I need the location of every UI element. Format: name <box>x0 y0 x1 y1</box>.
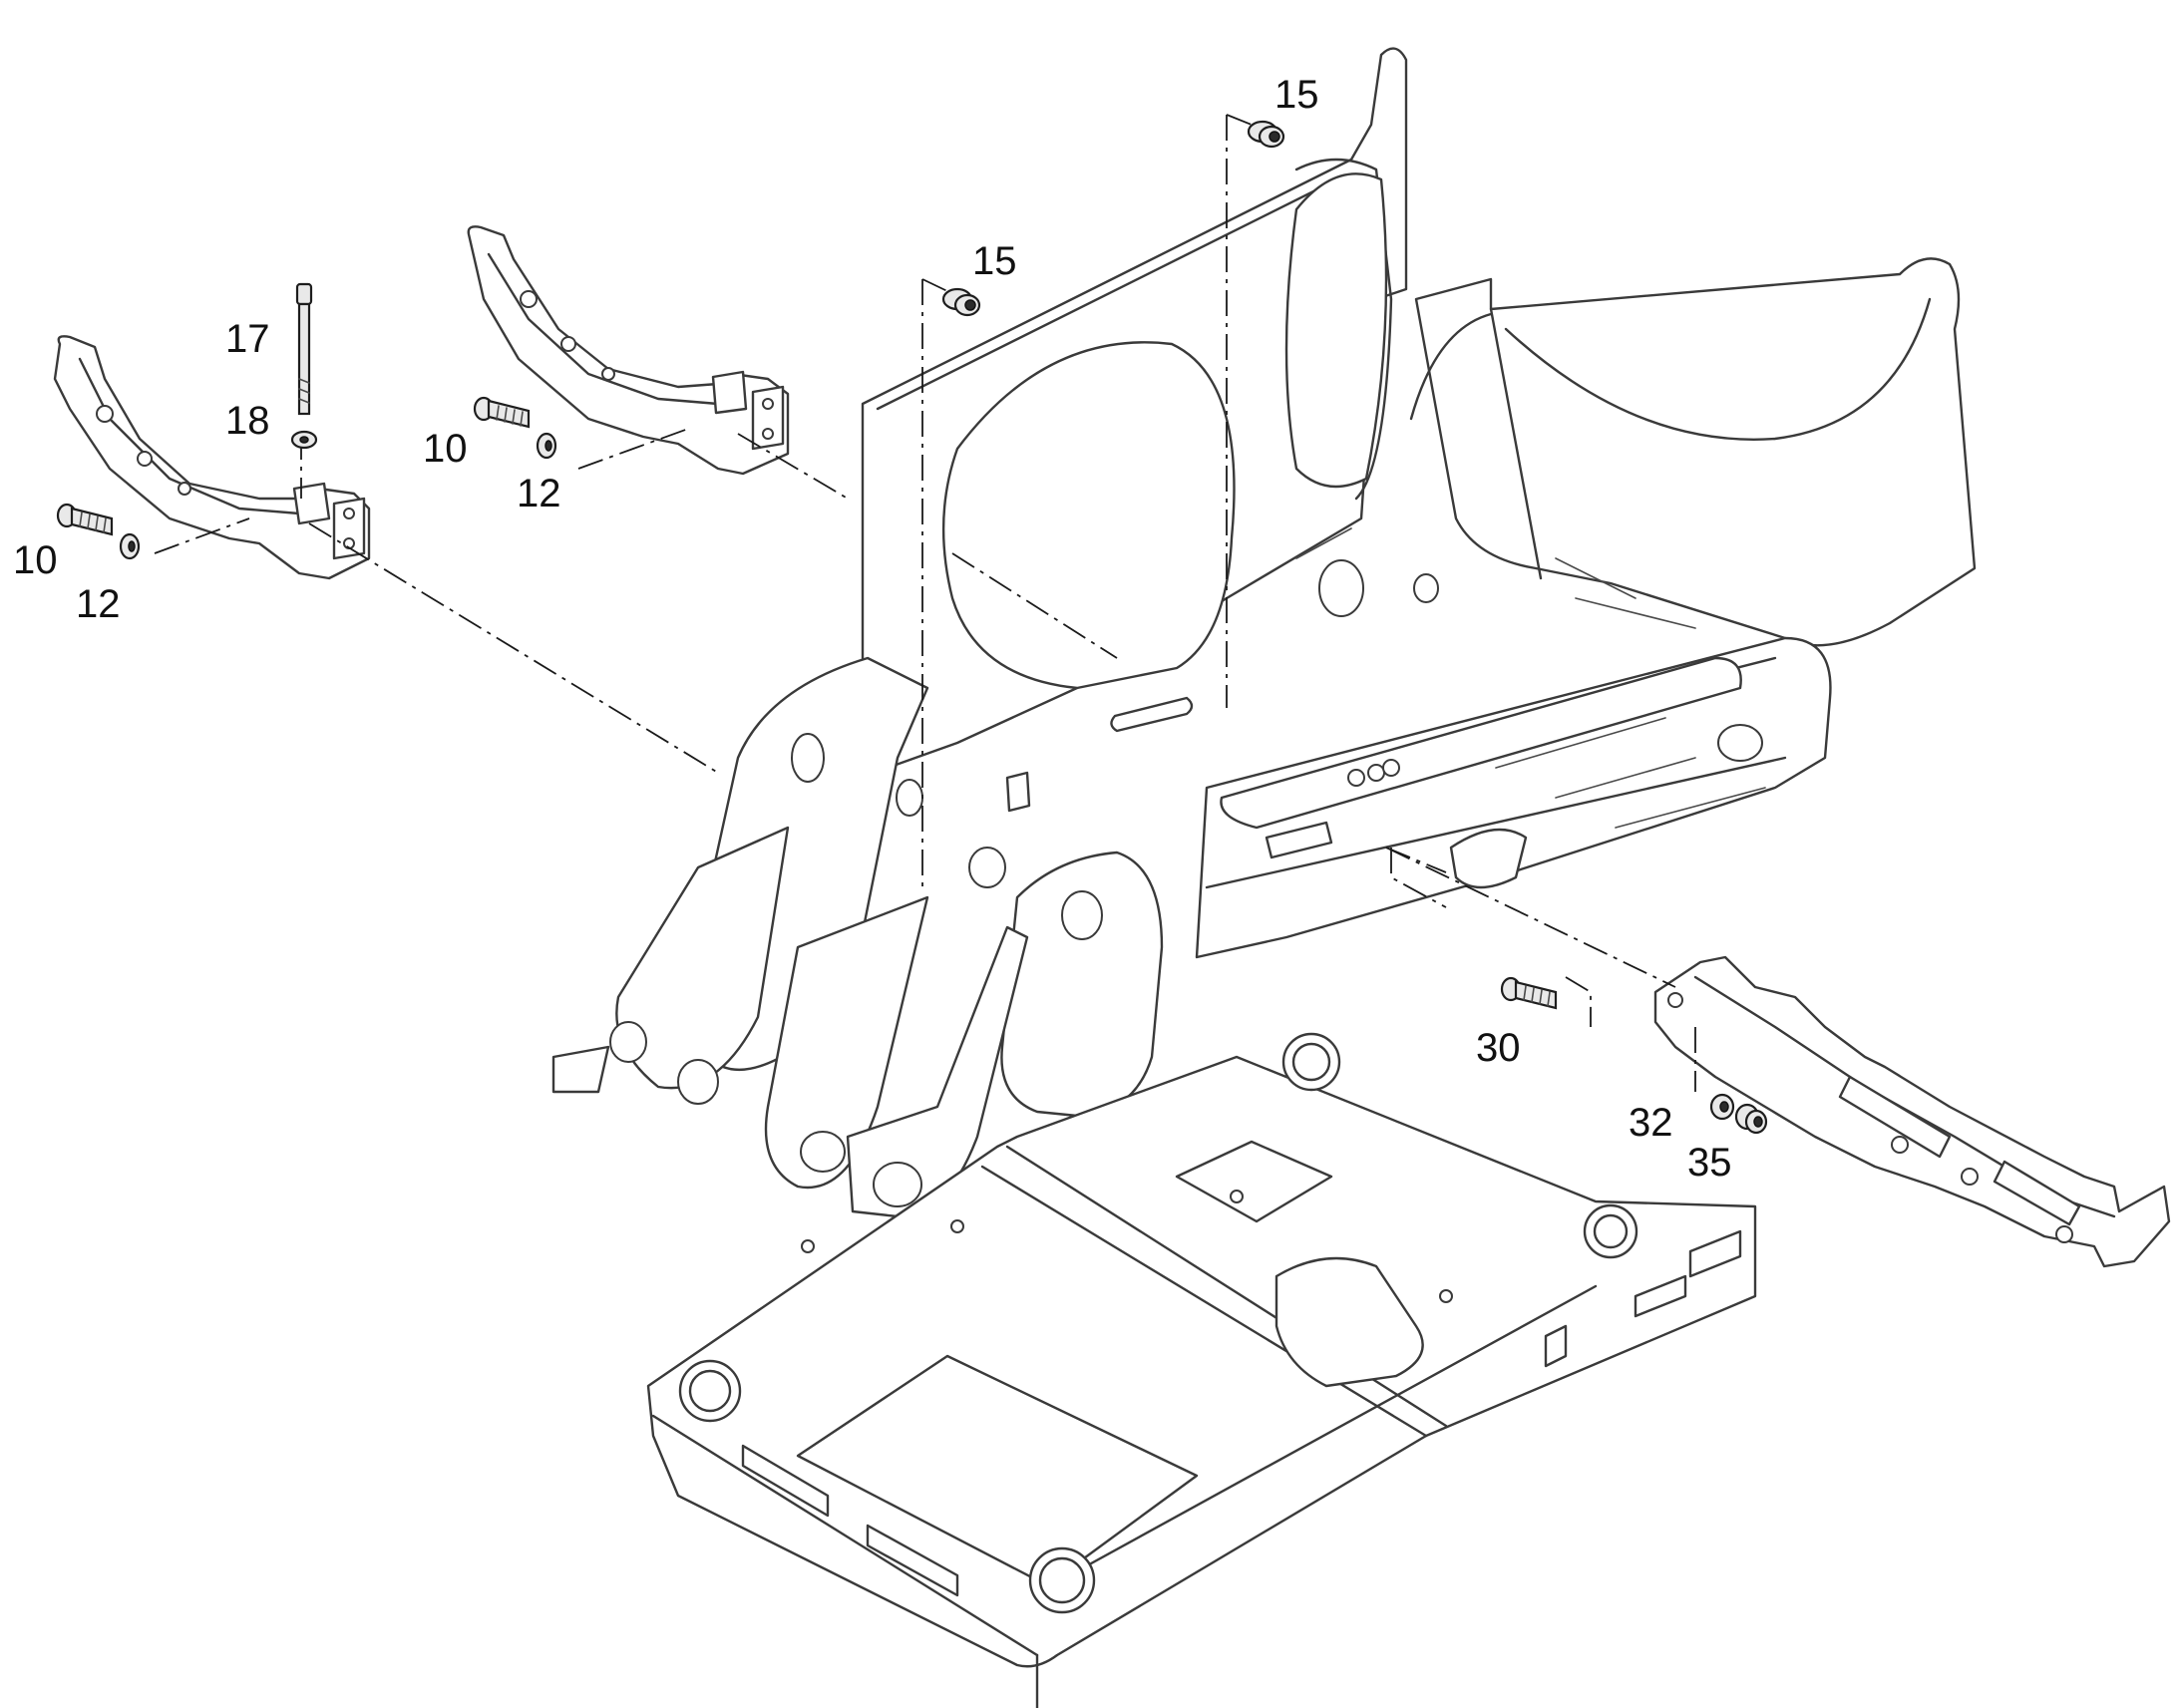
callout-15-center: 15 <box>972 239 1017 283</box>
main-frame <box>551 47 1977 1218</box>
callout-18: 18 <box>225 399 270 443</box>
callout-15-top: 15 <box>1274 73 1319 117</box>
bolt-17 <box>295 282 313 416</box>
washer-12-left <box>119 532 141 560</box>
bolt-10-middle <box>473 396 531 429</box>
callout-30: 30 <box>1476 1026 1521 1070</box>
callout-35: 35 <box>1687 1141 1732 1185</box>
callout-32: 32 <box>1629 1101 1673 1145</box>
washer-18 <box>290 430 318 450</box>
washer-32 <box>1709 1093 1735 1121</box>
lower-subframe <box>646 1032 1757 1708</box>
callout-12-middle: 12 <box>517 472 561 515</box>
bolt-30 <box>1500 976 1558 1010</box>
bolt-10-left <box>56 503 114 536</box>
middle-arm <box>467 225 790 476</box>
assembly-leader-lines <box>154 114 1696 1092</box>
bushing-15-top <box>1247 120 1285 149</box>
bushing-35 <box>1734 1103 1768 1135</box>
upper-left-arm <box>53 335 371 580</box>
callout-10-left: 10 <box>13 538 58 582</box>
callout-12-left: 12 <box>76 582 121 626</box>
lower-right-arm <box>1653 955 2171 1268</box>
callout-17: 17 <box>225 317 270 361</box>
washer-12-middle <box>536 432 557 460</box>
bushing-15-center <box>941 287 981 317</box>
callout-10-middle: 10 <box>423 427 468 471</box>
